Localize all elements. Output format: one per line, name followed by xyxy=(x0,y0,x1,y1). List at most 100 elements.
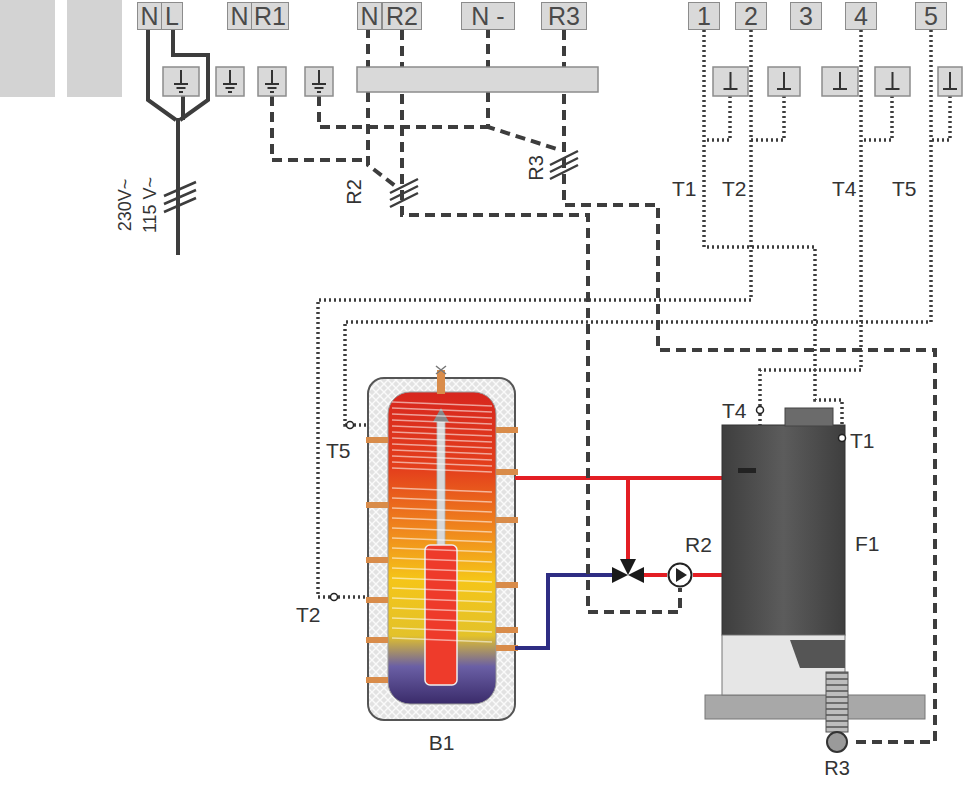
sensor-probe xyxy=(841,425,844,434)
ground-terminal xyxy=(163,67,199,96)
motor-symbol xyxy=(827,732,847,752)
part-label: R2 xyxy=(685,534,712,556)
heat-exchanger-coil xyxy=(392,618,492,622)
boiler xyxy=(705,408,925,732)
pipe-connection xyxy=(366,677,388,683)
terminal-box: N xyxy=(357,2,382,30)
mains-cable xyxy=(164,182,196,212)
ground-terminal xyxy=(943,72,957,89)
storage-tank xyxy=(368,378,515,720)
terminal-label: 3 xyxy=(799,3,813,29)
heat-exchanger-coil xyxy=(392,528,492,532)
sensor-ground-wire xyxy=(861,96,892,140)
storage-tank xyxy=(425,545,457,685)
terminal-box: 2 xyxy=(735,2,767,30)
ground-terminal xyxy=(713,67,748,96)
pump-cable xyxy=(368,28,398,188)
motor-symbol xyxy=(824,731,850,757)
terminal-label: N xyxy=(140,3,158,29)
sensor-label: T1 xyxy=(850,430,875,452)
ground-terminal xyxy=(938,67,962,96)
pipe-connection xyxy=(366,637,388,643)
mixing-valve xyxy=(620,559,636,575)
boiler-unit: F1 xyxy=(722,425,845,635)
ground-terminal xyxy=(174,70,188,92)
terminal-label: N xyxy=(360,3,378,29)
heat-exchanger-coil xyxy=(392,638,492,642)
ground-terminal xyxy=(724,72,738,89)
water-pipe xyxy=(515,478,722,648)
terminal-box: 1 xyxy=(688,2,720,30)
ground-terminal xyxy=(258,67,286,96)
pipe-connection xyxy=(496,582,518,588)
heat-exchanger-coil xyxy=(392,598,492,602)
boiler xyxy=(722,425,845,635)
ground-terminal xyxy=(258,67,286,96)
cable-label: 230V~ xyxy=(114,179,136,232)
sensor-probe xyxy=(757,407,764,414)
ground-terminal xyxy=(305,67,333,96)
sensor-wire xyxy=(318,30,751,597)
terminal-box: R2 xyxy=(382,2,422,30)
heat-exchanger-coil xyxy=(392,508,492,512)
heat-exchanger-coil xyxy=(392,538,492,542)
heat-exchanger-coil xyxy=(392,628,492,632)
sensor-label: T1 xyxy=(672,178,697,200)
sensor-label: T2 xyxy=(296,604,321,626)
ground-terminal xyxy=(305,67,333,96)
terminal-box: R3 xyxy=(541,2,587,30)
pipe-connection xyxy=(496,627,518,633)
storage-tank xyxy=(437,370,445,394)
ground-terminal xyxy=(886,72,900,89)
terminal-box: R1 xyxy=(251,2,289,30)
controller-panel xyxy=(0,0,122,97)
ground-terminal xyxy=(216,67,244,96)
terminal-label: 1 xyxy=(697,3,711,29)
ground-terminal xyxy=(216,67,244,96)
motor-symbol: R3 xyxy=(824,731,850,779)
cable-label: 115 V~ xyxy=(139,177,161,233)
heat-exchanger-coil xyxy=(392,568,492,572)
pump-symbol xyxy=(669,564,692,587)
ground-terminal xyxy=(312,70,326,92)
ground-terminal xyxy=(713,67,748,96)
pipe-connection xyxy=(366,597,388,603)
pipe-connection xyxy=(496,427,518,433)
controller-panel xyxy=(67,0,122,97)
heat-exchanger-coil xyxy=(392,402,492,406)
ground-terminal xyxy=(265,70,279,92)
pipe-connection xyxy=(496,645,518,651)
sensor-ground-wire xyxy=(751,96,784,140)
heat-exchanger-coil xyxy=(392,420,492,424)
heat-exchanger-coil xyxy=(392,432,492,436)
boiler xyxy=(705,695,925,719)
terminal-box: N xyxy=(227,2,252,30)
water-pipe xyxy=(626,478,630,560)
terminal-box: N xyxy=(137,2,162,30)
heat-exchanger-coil xyxy=(392,402,492,642)
heat-exchanger-coil xyxy=(392,558,492,562)
boiler xyxy=(826,672,848,732)
storage-tank xyxy=(388,392,496,704)
mixing-valve xyxy=(612,559,644,583)
heat-exchanger-coil xyxy=(392,456,492,460)
ground-terminal xyxy=(822,67,858,96)
heat-exchanger-coil xyxy=(392,488,492,492)
part-label: B1 xyxy=(429,732,455,754)
terminal-label: 5 xyxy=(924,3,938,29)
ground-terminal xyxy=(768,67,800,96)
ground-terminal xyxy=(163,67,962,96)
terminal-label: N xyxy=(230,3,248,29)
part-label: F1 xyxy=(855,533,880,555)
terminal-bar xyxy=(357,67,598,92)
heat-exchanger-coil xyxy=(392,468,492,472)
boiler xyxy=(738,468,756,473)
terminal-label: R3 xyxy=(548,3,580,29)
heat-exchanger-coil xyxy=(392,608,492,612)
terminal-bar xyxy=(357,67,598,92)
terminal-box: N - xyxy=(461,2,515,30)
